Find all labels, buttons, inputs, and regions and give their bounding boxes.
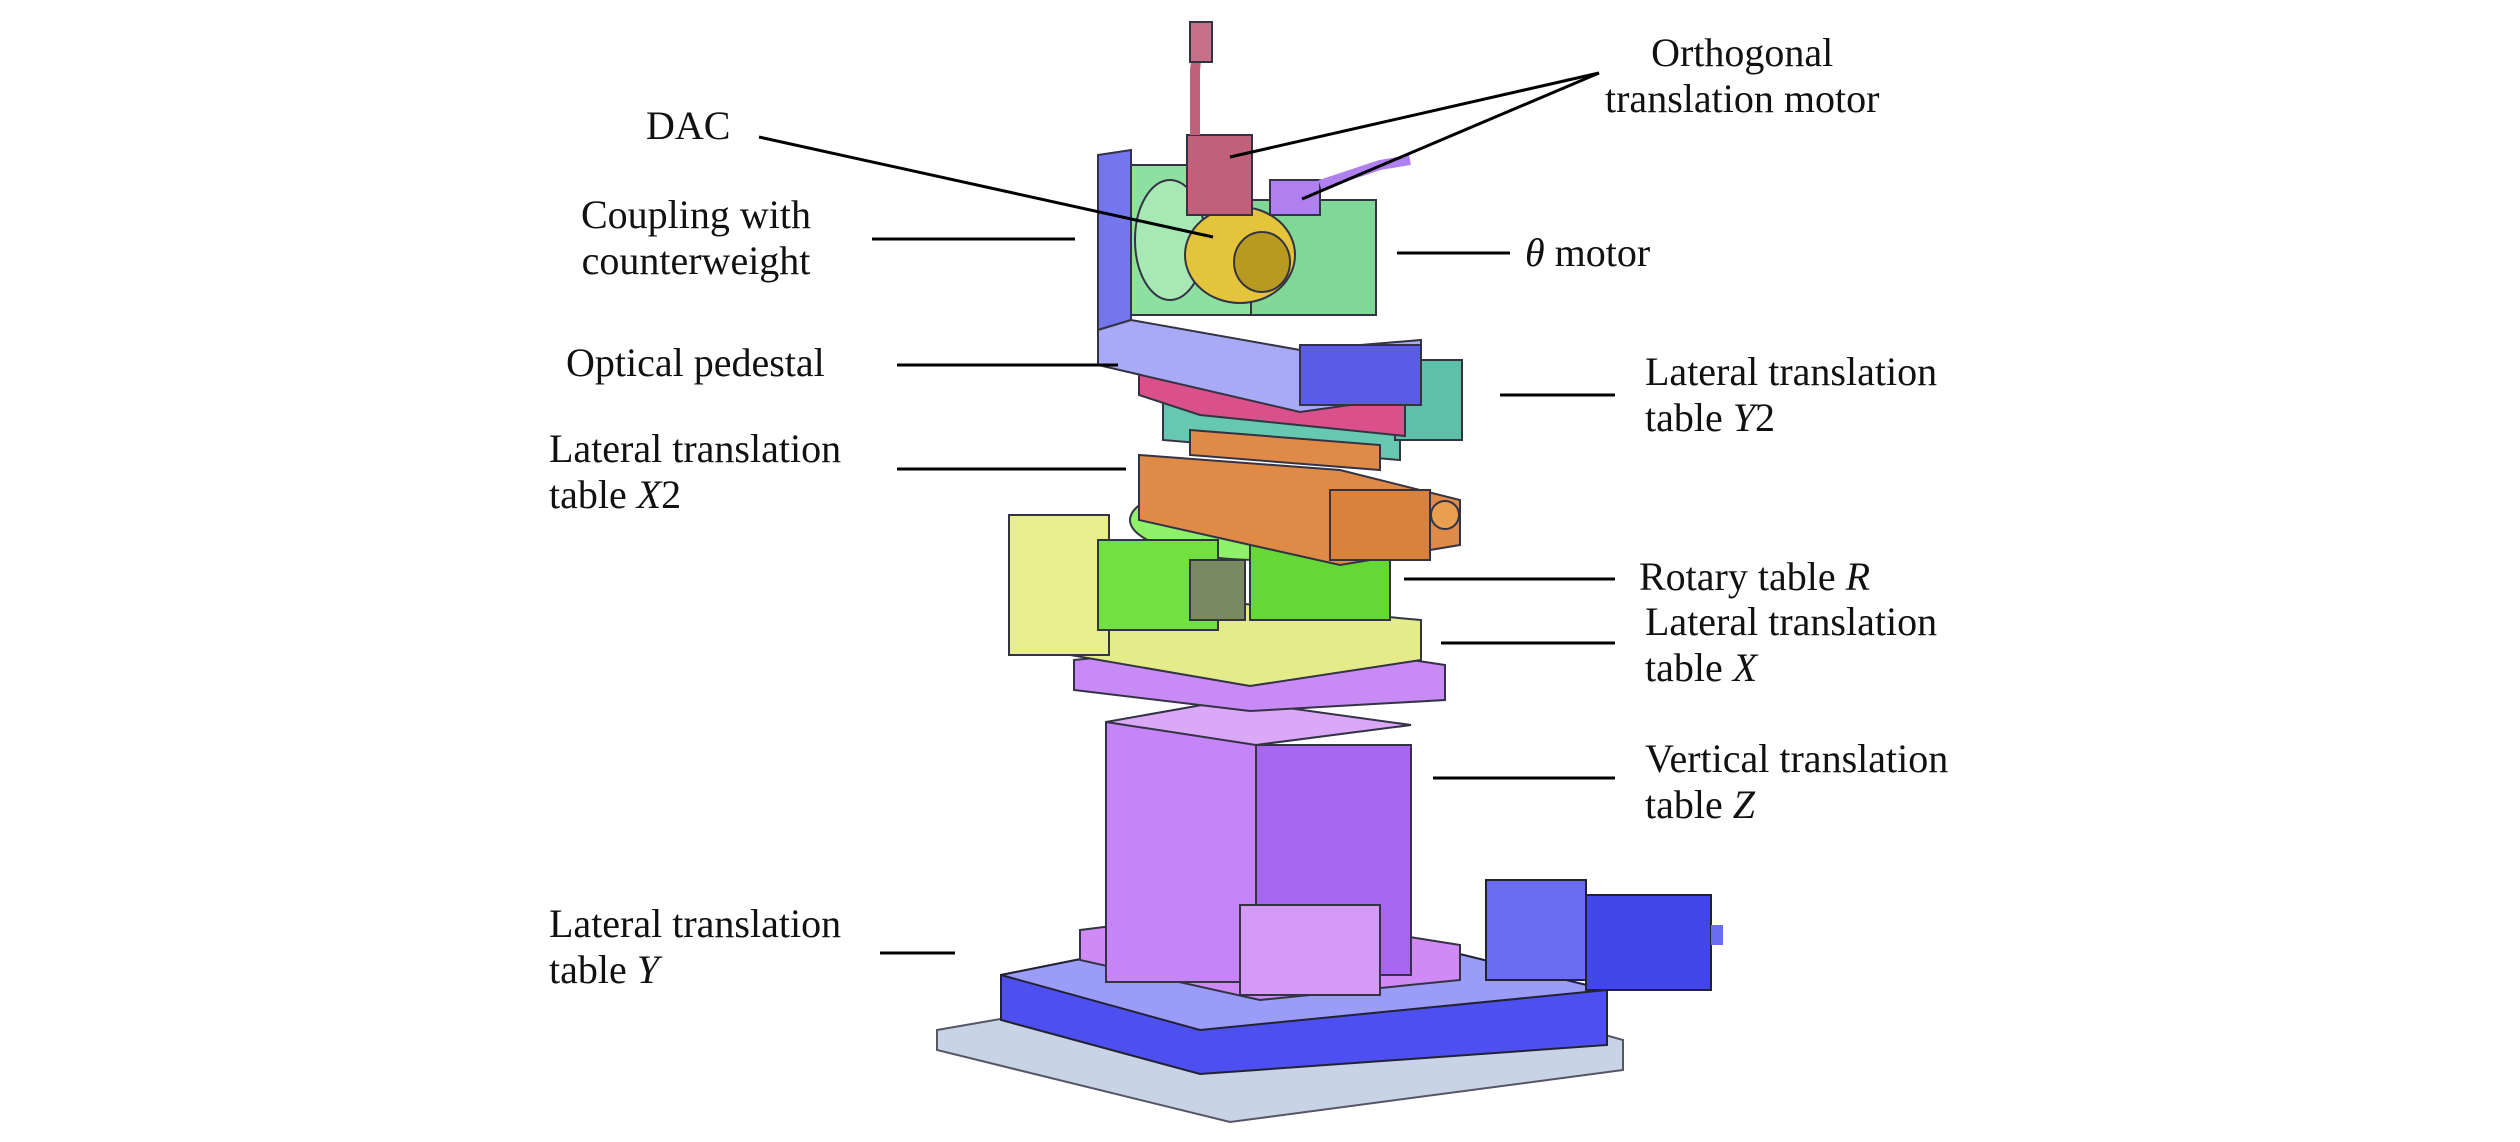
label-text: R bbox=[1845, 554, 1871, 599]
label-text: translation motor bbox=[1605, 76, 1880, 121]
label-text: Lateral translation bbox=[1645, 349, 1938, 394]
l-bracket bbox=[1097, 148, 1422, 414]
label-lateral-table-y: Lateral translation table Y bbox=[549, 901, 841, 993]
label-text: Lateral translation bbox=[549, 901, 842, 946]
leader-dac bbox=[758, 135, 1214, 239]
label-text: 2 bbox=[661, 472, 682, 517]
label-text: Lateral translation bbox=[1645, 599, 1938, 644]
label-text: Lateral translation bbox=[549, 426, 842, 471]
label-rotary-table-r: Rotary table R bbox=[1639, 554, 1870, 600]
coupling-with-counterweight bbox=[1184, 206, 1296, 304]
vertical-translation-table-z bbox=[1073, 638, 1461, 1002]
label-vertical-table-z: Vertical translation table Z bbox=[1645, 736, 1948, 828]
label-orthogonal-translation-motor: Orthogonal translation motor bbox=[1605, 30, 1879, 122]
label-optical-pedestal: Optical pedestal bbox=[566, 340, 825, 385]
leader-orth-1 bbox=[1229, 71, 1600, 159]
label-text: table bbox=[549, 947, 637, 992]
label-text: table bbox=[1645, 782, 1733, 827]
label-text: Rotary table bbox=[1639, 554, 1846, 599]
label-lateral-table-x: Lateral translation table X bbox=[1645, 599, 1937, 691]
label-text: Y bbox=[1732, 395, 1755, 440]
label-text: Vertical translation bbox=[1645, 736, 1949, 781]
label-text: motor bbox=[1544, 230, 1651, 275]
label-theta-motor: θ motor bbox=[1525, 230, 1650, 276]
y-drive-motor bbox=[1485, 879, 1723, 991]
label-text: table bbox=[1645, 645, 1733, 690]
label-text: X bbox=[636, 472, 662, 517]
label-text: θ bbox=[1525, 230, 1545, 275]
leader-lines bbox=[758, 71, 1615, 955]
label-text: 2 bbox=[1754, 395, 1775, 440]
label-lateral-table-y2: Lateral translation table Y2 bbox=[1645, 349, 1937, 441]
label-coupling: Coupling with counterweight bbox=[581, 192, 811, 284]
label-text: Y bbox=[636, 947, 659, 992]
label-text: X bbox=[1732, 645, 1758, 690]
lateral-translation-table-x2 bbox=[1138, 453, 1461, 567]
label-text: table bbox=[1645, 395, 1733, 440]
label-text: Z bbox=[1732, 782, 1755, 827]
label-text: Orthogonal bbox=[1651, 30, 1834, 75]
label-dac: DAC bbox=[646, 103, 731, 148]
label-text: table bbox=[549, 472, 637, 517]
orthogonal-translation-motor bbox=[1186, 21, 1411, 216]
leader-orth-2 bbox=[1301, 71, 1600, 201]
label-lateral-table-x2: Lateral translation table X2 bbox=[549, 426, 841, 518]
label-text: counterweight bbox=[581, 238, 811, 283]
label-text: Coupling with bbox=[581, 192, 812, 237]
